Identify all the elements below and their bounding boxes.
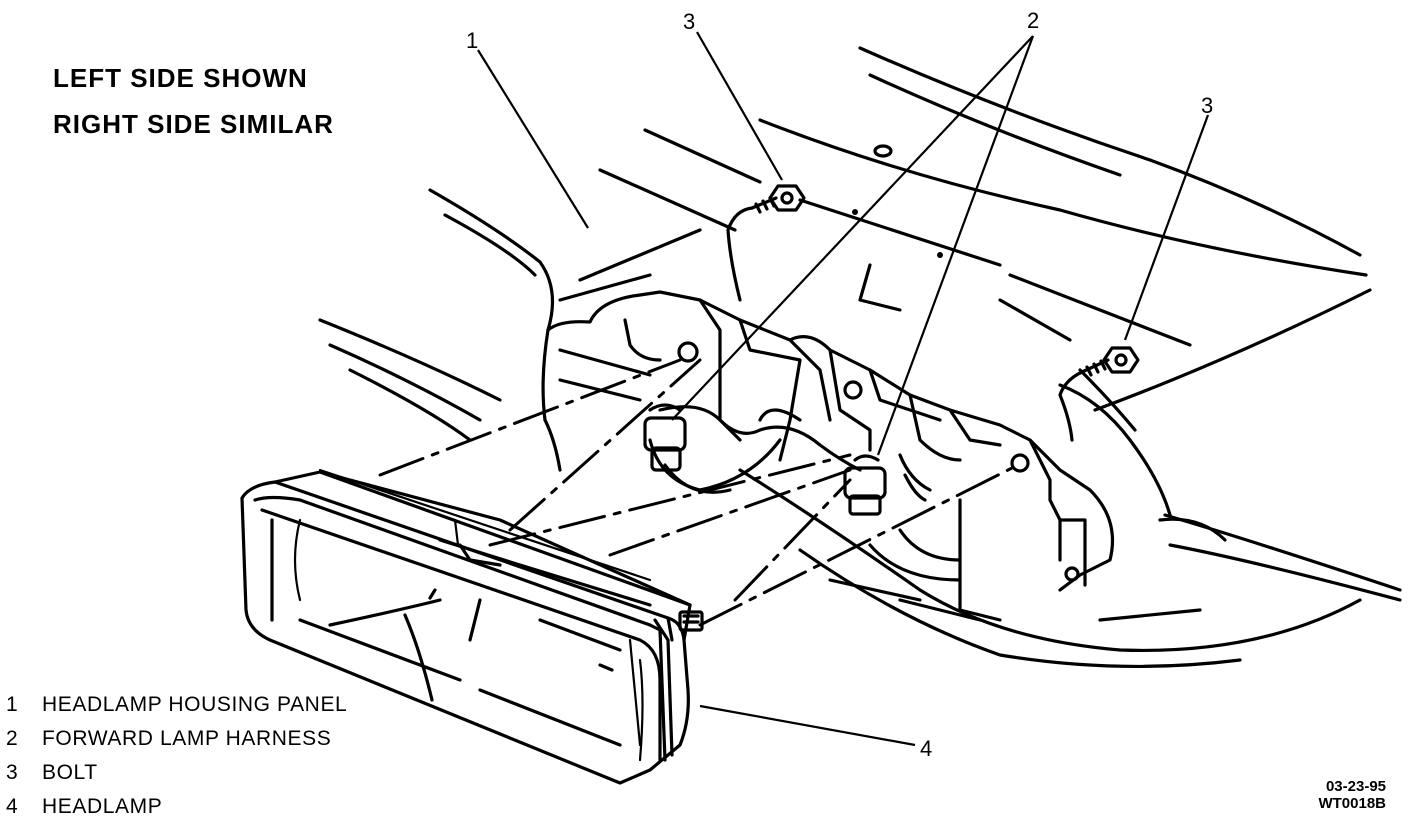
legend-number: 3 (6, 761, 19, 784)
callout-1: 1 (466, 28, 479, 53)
legend-label: HEADLAMP HOUSING PANEL (42, 693, 348, 716)
bolt-left (726, 184, 806, 302)
view-note-line-2: RIGHT SIDE SIMILAR (53, 109, 334, 139)
callout-3-left: 3 (683, 9, 696, 34)
drawing-stamp: 03-23-95 WT0018B (1318, 778, 1386, 812)
legend-item: 4 HEADLAMP (6, 790, 347, 824)
forward-lamp-harness (643, 403, 887, 516)
legend-number: 1 (6, 693, 19, 716)
legend-label: BOLT (42, 761, 98, 784)
drawing-date: 03-23-95 (1325, 778, 1386, 795)
legend-number: 4 (6, 795, 19, 818)
bolt-right (1058, 346, 1140, 442)
view-note-line-1: LEFT SIDE SHOWN (53, 63, 308, 93)
headlamp-assembly (240, 468, 704, 785)
callout-2: 2 (1027, 8, 1040, 33)
legend-number: 2 (6, 727, 19, 750)
drawing-code: WT0018B (1318, 795, 1386, 812)
callout-3-right: 3 (1201, 93, 1214, 118)
legend-item: 1 HEADLAMP HOUSING PANEL (6, 688, 347, 722)
legend: 1 HEADLAMP HOUSING PANEL 2 FORWARD LAMP … (6, 688, 347, 824)
vehicle-body-outline (318, 46, 1402, 669)
assembly-lines (378, 358, 1020, 627)
legend-item: 2 FORWARD LAMP HARNESS (6, 722, 347, 756)
callout-4: 4 (920, 736, 933, 761)
legend-item: 3 BOLT (6, 756, 347, 790)
legend-label: FORWARD LAMP HARNESS (42, 727, 332, 750)
legend-label: HEADLAMP (42, 795, 163, 818)
leader-lines (477, 31, 1210, 747)
